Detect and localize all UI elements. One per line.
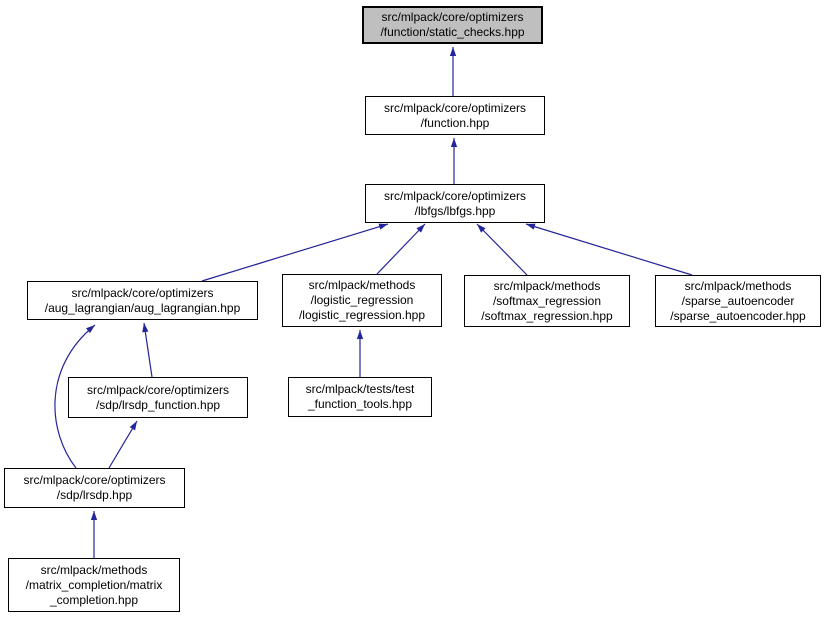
node-lbfgs[interactable]: src/mlpack/core/optimizers /lbfgs/lbfgs.… bbox=[365, 184, 545, 223]
node-lrsdp-function[interactable]: src/mlpack/core/optimizers /sdp/lrsdp_fu… bbox=[68, 377, 248, 418]
node-softmax-regression[interactable]: src/mlpack/methods /softmax_regression /… bbox=[464, 275, 630, 327]
node-function[interactable]: src/mlpack/core/optimizers /function.hpp bbox=[365, 96, 545, 135]
node-matrix-completion[interactable]: src/mlpack/methods /matrix_completion/ma… bbox=[8, 558, 180, 612]
edge-lrsdp-to-lrsdp-function bbox=[108, 420, 138, 469]
edges-group bbox=[54, 47, 693, 558]
edge-lrsdp-function-to-aug-lagrangian bbox=[142, 322, 153, 378]
node-logistic-regression[interactable]: src/mlpack/methods /logistic_regression … bbox=[282, 274, 442, 327]
edge-logistic-regression-to-lbfgs bbox=[376, 223, 426, 275]
edge-sparse-autoencoder-to-lbfgs bbox=[525, 223, 693, 276]
node-static-checks[interactable]: src/mlpack/core/optimizers /function/sta… bbox=[362, 6, 543, 44]
edge-lrsdp-to-aug-lagrangian bbox=[54, 324, 96, 469]
node-sparse-autoencoder[interactable]: src/mlpack/methods /sparse_autoencoder /… bbox=[655, 275, 821, 327]
edge-softmax-regression-to-lbfgs bbox=[476, 223, 528, 276]
edge-aug-lagrangian-to-lbfgs bbox=[201, 223, 389, 282]
node-test-function-tools[interactable]: src/mlpack/tests/test _function_tools.hp… bbox=[288, 377, 432, 417]
node-aug-lagrangian[interactable]: src/mlpack/core/optimizers /aug_lagrangi… bbox=[27, 281, 258, 320]
node-lrsdp[interactable]: src/mlpack/core/optimizers /sdp/lrsdp.hp… bbox=[4, 468, 185, 508]
